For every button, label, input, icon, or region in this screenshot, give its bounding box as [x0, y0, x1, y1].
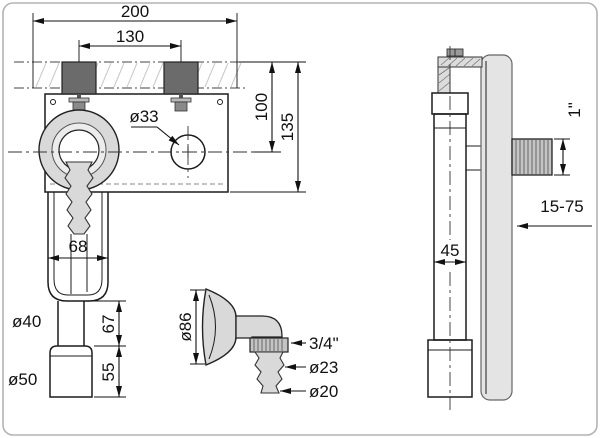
dim-outlet-thread-label: 1" — [565, 102, 584, 118]
dim-socket-diameter-label: ø50 — [8, 370, 37, 389]
bracket-screw — [446, 48, 464, 57]
dim-overall-width: 200 — [32, 2, 238, 88]
leader-outlet-diameter: ø33 — [129, 107, 180, 146]
outlet-socket — [49, 345, 93, 398]
dim-trap-width: 68 — [48, 237, 108, 261]
nut-thread-hatch — [253, 339, 283, 351]
dim-socket-length: 55 — [99, 346, 122, 397]
leader-barb-minor: ø20 — [280, 382, 338, 401]
mounting-block-right — [163, 61, 199, 95]
dim-socket-length-label: 55 — [99, 363, 118, 382]
inlet-tube — [70, 234, 88, 294]
dim-overall-height-label: 135 — [278, 113, 297, 141]
dim-body-depth-label: 45 — [441, 241, 460, 260]
leader-barb-major: ø23 — [285, 358, 338, 377]
dim-rosette-diameter: ø86 — [176, 289, 205, 365]
dim-outlet-diameter-label: ø33 — [129, 107, 158, 126]
hose-barb — [253, 351, 285, 394]
wall-panel — [480, 54, 513, 401]
dim-installation-depth-label: 15-75 — [540, 197, 583, 216]
dim-installation-depth: 15-75 — [517, 197, 592, 229]
front-view: 200 130 100 135 ø33 68 — [8, 2, 306, 398]
dim-outlet-pipe-length-label: 67 — [99, 315, 118, 334]
fixing-screw-right — [170, 94, 192, 112]
dim-height-to-outlet-label: 100 — [252, 93, 271, 121]
outlet-pipe — [57, 301, 85, 346]
side-view: 1" 15-75 45 — [427, 46, 592, 410]
mounting-block-left — [61, 61, 97, 95]
hose-elbow-detail: ø86 3/4" ø23 ø20 — [176, 288, 339, 401]
plate-hole-right — [217, 99, 223, 105]
rosette-bell — [201, 288, 237, 366]
dim-barb-minor-label: ø20 — [309, 382, 338, 401]
dim-pipe-diameter-label: ø40 — [12, 312, 41, 331]
leader-hose-thread: 3/4" — [291, 334, 339, 353]
dim-overall-height: 135 — [278, 62, 301, 192]
dim-barb-major-label: ø23 — [309, 358, 338, 377]
inlet-hose-barb — [64, 161, 94, 235]
spigot-thread-hatch — [515, 140, 549, 174]
dim-height-to-outlet: 100 — [230, 61, 306, 193]
dim-hose-thread-label: 3/4" — [309, 334, 339, 353]
trap-housing-outer — [47, 192, 109, 302]
elbow-body — [235, 315, 283, 339]
mounting-rail — [14, 61, 246, 89]
bracket-hatch — [438, 57, 481, 92]
trap-housing-inner — [53, 192, 103, 296]
bell-contour — [208, 294, 216, 360]
dim-body-depth: 45 — [434, 241, 466, 265]
dim-overall-width-label: 200 — [121, 2, 149, 21]
dim-outlet-thread: 1" — [554, 102, 584, 176]
dim-fixing-spacing-label: 130 — [116, 27, 144, 46]
dim-fixing-spacing: 130 — [78, 27, 182, 62]
plate-hole-left — [50, 99, 56, 105]
dim-rosette-diameter-label: ø86 — [176, 312, 195, 341]
dim-trap-width-label: 68 — [69, 237, 88, 256]
